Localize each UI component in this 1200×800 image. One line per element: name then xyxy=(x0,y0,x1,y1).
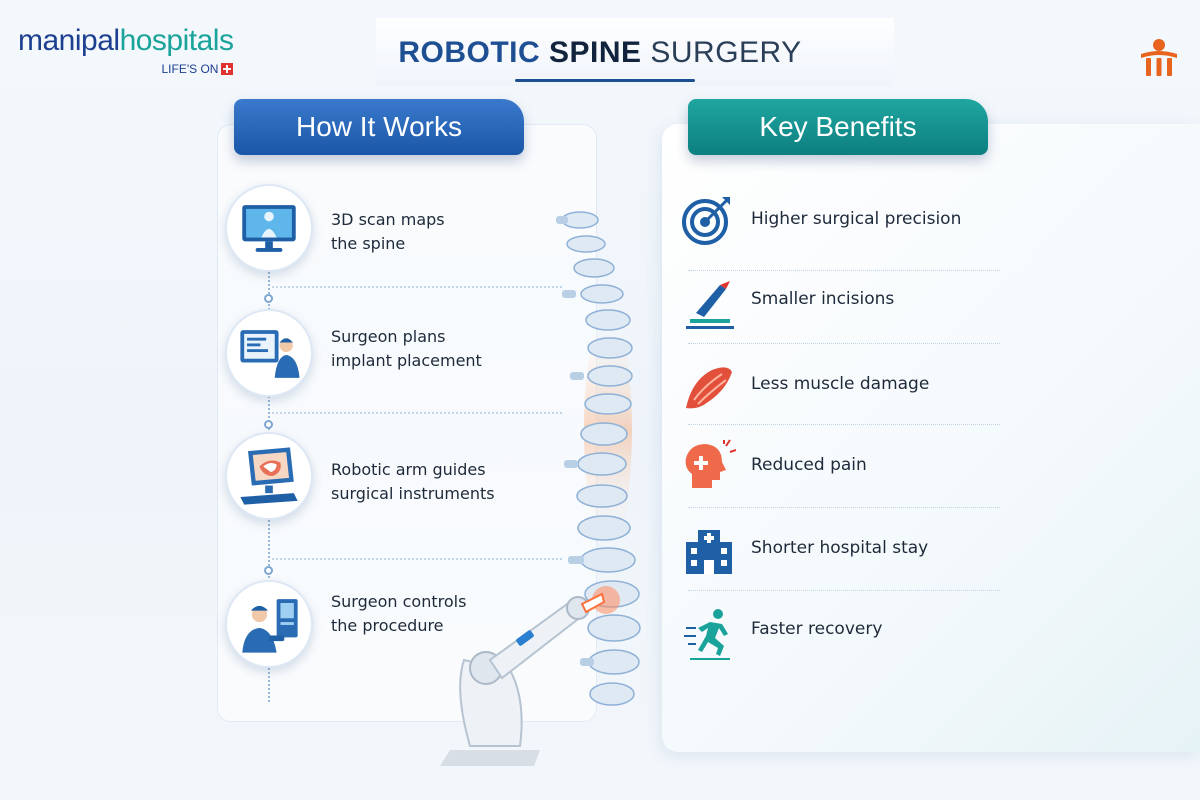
timeline-node xyxy=(264,566,273,575)
title-word-2: SPINE xyxy=(548,36,642,69)
robotic-spine-illustration xyxy=(440,211,641,766)
3d-scan-monitor-icon xyxy=(225,184,313,272)
step-2-text: Surgeon plans implant placement xyxy=(331,327,482,370)
step-3-text: Robotic arm guides surgical instruments xyxy=(331,460,495,503)
benefit-muscle: Less muscle damage xyxy=(751,374,930,394)
brand-name-part1: manipal xyxy=(18,24,120,57)
surgeon-console-icon xyxy=(225,580,313,668)
timeline-node xyxy=(264,294,273,303)
page-title: ROBOTIC SPINE SURGERY xyxy=(0,36,1200,70)
step-divider xyxy=(272,286,562,288)
brand-tagline: LIFE'S ON xyxy=(18,62,234,76)
title-underline xyxy=(515,79,695,82)
head-pain-icon xyxy=(685,439,736,488)
benefit-divider xyxy=(688,424,1000,425)
step-4-text: Surgeon controls the procedure xyxy=(331,592,467,635)
benefit-pain: Reduced pain xyxy=(751,455,867,475)
benefit-incisions: Smaller incisions xyxy=(751,289,895,309)
hospital-icon xyxy=(686,530,732,574)
benefit-divider xyxy=(688,590,1000,591)
benefit-recovery: Faster recovery xyxy=(751,619,883,639)
step-divider xyxy=(272,558,562,560)
surgeon-planning-icon xyxy=(225,309,313,397)
benefit-divider xyxy=(688,270,1000,271)
key-benefits-panel xyxy=(662,124,1200,752)
robotic-arm-screen-icon xyxy=(225,432,313,520)
brand-logo: manipalhospitals LIFE'S ON xyxy=(18,24,234,77)
key-benefits-heading: Key Benefits xyxy=(688,99,988,155)
benefit-precision: Higher surgical precision xyxy=(751,209,962,229)
scalpel-icon xyxy=(686,281,734,329)
running-person-icon xyxy=(684,609,730,660)
target-icon xyxy=(682,197,730,245)
red-cross-icon xyxy=(221,63,234,75)
title-word-1: ROBOTIC xyxy=(398,36,541,69)
step-divider xyxy=(272,412,562,414)
brand-name-part2: hospitals xyxy=(119,24,234,57)
title-band xyxy=(376,18,894,86)
how-it-works-heading: How It Works xyxy=(234,99,524,155)
brand-wordmark: manipalhospitals xyxy=(18,24,234,57)
benefit-divider xyxy=(688,507,1000,508)
title-word-3: SURGERY xyxy=(650,36,802,69)
step-1-text: 3D scan maps the spine xyxy=(331,210,445,253)
timeline-node xyxy=(264,420,273,429)
benefit-stay: Shorter hospital stay xyxy=(751,538,929,558)
tagline-text: LIFE'S ON xyxy=(161,62,219,76)
benefit-divider xyxy=(688,343,1000,344)
emblem-icon xyxy=(1141,39,1177,76)
muscle-icon xyxy=(686,367,732,409)
